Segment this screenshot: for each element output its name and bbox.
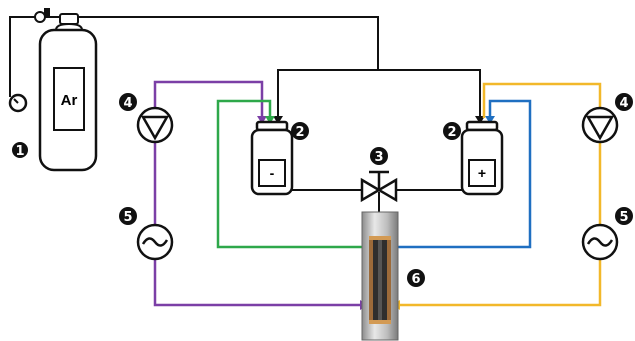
svg-text:2: 2 <box>295 125 304 140</box>
blue-line <box>398 99 532 249</box>
svg-text:4: 4 <box>123 96 132 111</box>
marker-2-left: 2 <box>291 122 309 140</box>
gas-arrow-left <box>273 116 283 124</box>
regulator-line <box>9 16 40 97</box>
pressure-gauge-icon <box>8 93 28 113</box>
valve-icon <box>360 170 398 203</box>
purple-arrow-reservoir <box>257 116 267 124</box>
marker-3: 3 <box>370 147 388 165</box>
green-arrow-reservoir <box>265 116 275 124</box>
marker-5-left: 5 <box>119 207 137 225</box>
svg-text:1: 1 <box>15 144 24 159</box>
reservoir-positive-label: + <box>478 165 486 181</box>
svg-text:5: 5 <box>123 210 132 225</box>
yellow-line <box>398 82 602 307</box>
marker-4-left: 4 <box>119 93 137 111</box>
purple-line <box>153 80 362 307</box>
marker-2-right: 2 <box>443 122 461 140</box>
pump-left-icon <box>136 106 174 144</box>
marker-5-right: 5 <box>615 207 633 225</box>
svg-text:5: 5 <box>619 210 628 225</box>
gas-line-main <box>34 16 379 70</box>
flow-meter-left-icon <box>136 223 174 261</box>
marker-6: 6 <box>407 269 425 287</box>
svg-text:6: 6 <box>411 272 420 287</box>
blue-arrow-reservoir <box>485 116 495 124</box>
argon-cylinder: Ar <box>34 8 98 172</box>
green-line <box>216 99 362 249</box>
svg-text:4: 4 <box>619 96 628 111</box>
svg-text:3: 3 <box>374 150 383 165</box>
marker-1: 1 <box>12 142 28 159</box>
reservoir-negative: - <box>250 120 294 196</box>
gas-arrow-right <box>475 116 485 124</box>
marker-4-right: 4 <box>615 93 633 111</box>
gas-line-branch <box>277 69 481 118</box>
gas-label: Ar <box>61 92 78 109</box>
reservoir-positive: + <box>460 120 504 196</box>
reservoir-negative-label: - <box>270 165 275 181</box>
pump-right-icon <box>581 106 619 144</box>
svg-text:2: 2 <box>447 125 456 140</box>
flow-cell <box>361 211 399 341</box>
flow-meter-right-icon <box>581 223 619 261</box>
